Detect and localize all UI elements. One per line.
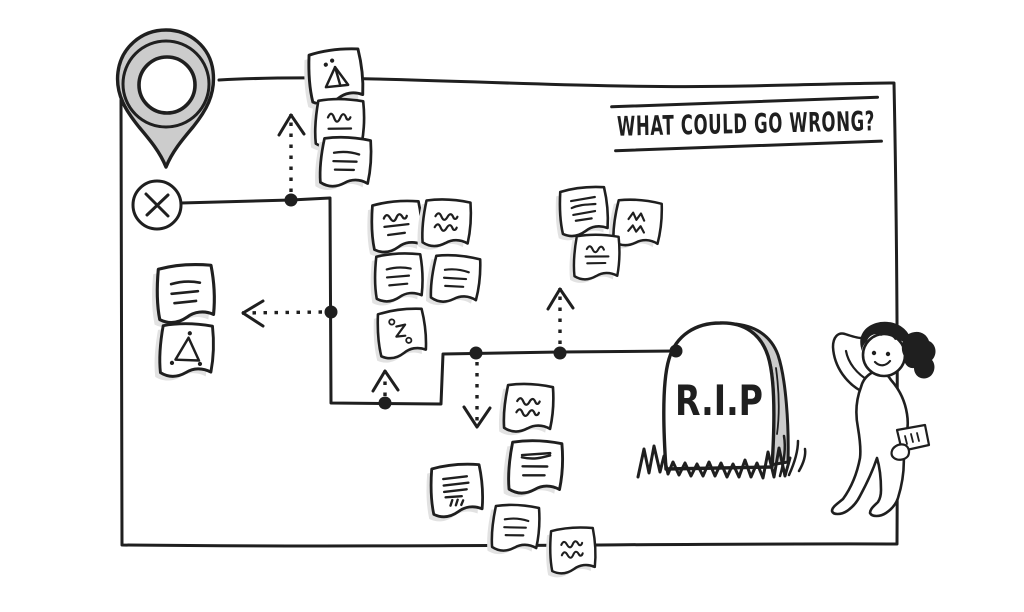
note-doodle-lines3: [503, 517, 530, 537]
sticky-note-icon: [367, 199, 424, 257]
sticky-note-icon: [370, 252, 424, 306]
arrowhead: [371, 369, 400, 393]
tombstone-front: [662, 321, 776, 471]
note-doodle-slant-lines: [520, 451, 552, 477]
sticky-note-icon: [417, 198, 473, 250]
note-doodle-lines3: [169, 280, 202, 305]
person-hair: [860, 321, 911, 351]
note-doodle-tent: [323, 58, 350, 89]
sticky-note-layer: [152, 47, 664, 578]
sticky-note-icon: [426, 462, 485, 522]
path-dot: [378, 396, 392, 410]
path-dot: [669, 344, 683, 358]
sticky-note-icon: [487, 503, 541, 555]
person-body: [830, 368, 910, 518]
person-eye-right: [885, 351, 891, 357]
note-doodle-lines3: [442, 268, 470, 288]
note-doodle-triangle-dots: [169, 331, 203, 367]
sticky-note-icon: [315, 135, 373, 190]
dashed-arrow-icon: [371, 369, 400, 396]
person-figure: [830, 321, 936, 518]
dashed-arrow-icon: [546, 287, 575, 344]
note-doodle-lines4: [569, 195, 597, 222]
person-raised-arm: [831, 332, 869, 396]
tombstone-side-line: [775, 367, 780, 435]
sticky-note-icon: [555, 185, 610, 241]
arrowhead: [277, 113, 306, 137]
person-hand: [890, 443, 911, 461]
map-pin-center: [137, 55, 197, 115]
person-head: [861, 332, 907, 378]
note-doodle-lines-ticks: [442, 475, 470, 507]
dashed-arrow-layer: [241, 113, 575, 429]
note-doodle-squiggle-2lines: [584, 245, 610, 265]
tombstone-icon: R.I.P: [662, 321, 790, 471]
headline-text: WHAT COULD GO WRONG?: [617, 106, 876, 142]
sticky-note-paper: [558, 185, 610, 238]
grass-icon: [636, 434, 807, 480]
note-doodle-z-doodle: [388, 318, 413, 344]
sticky-note-paper: [548, 526, 597, 575]
sticky-note-icon: [498, 382, 555, 436]
note-doodle-lines3: [385, 266, 412, 287]
sticky-note-icon: [154, 322, 215, 381]
note-doodle-double-squiggle: [433, 212, 459, 232]
sticky-note-paper: [502, 382, 555, 433]
person-ponytail: [901, 331, 936, 379]
sticky-note-icon: [425, 253, 482, 306]
sticky-note-icon: [546, 526, 597, 578]
dashed-arrow-icon: [277, 113, 306, 192]
path-dot: [284, 193, 298, 207]
dashed-arrow-icon: [462, 362, 492, 429]
x-marker-icon: [131, 179, 183, 231]
dashed-arrow-icon: [241, 299, 323, 328]
sticky-note-paper: [421, 198, 473, 248]
headline-underline: [614, 139, 883, 153]
sticky-note-icon: [608, 198, 664, 249]
sticky-note-icon: [569, 233, 621, 283]
headline: WHAT COULD GO WRONG?: [610, 95, 883, 153]
x-marker-cross: [144, 192, 170, 218]
path-dot: [324, 305, 338, 319]
map-pin-icon: [115, 28, 216, 169]
map-pin-ring: [121, 39, 211, 129]
note-doodle-squiggle-line: [326, 112, 353, 130]
person-smile: [873, 359, 892, 367]
path-dot: [469, 346, 483, 360]
arrowhead: [546, 287, 575, 311]
sticky-note-icon: [304, 47, 365, 110]
note-doodle-squiggle-lines: [382, 213, 410, 237]
headline-overline: [610, 95, 880, 109]
sticky-note-paper: [158, 322, 215, 378]
arrowhead: [241, 299, 265, 328]
note-doodle-double-squiggle: [515, 397, 541, 418]
sticky-note-icon: [503, 439, 565, 498]
tombstone-label: R.I.P: [675, 376, 763, 425]
path-dot-layer: [284, 193, 683, 410]
path-dot: [553, 346, 567, 360]
sticky-note-icon: [152, 263, 216, 328]
note-doodle-lines3: [332, 150, 361, 172]
note-doodle-m-squiggles: [627, 211, 646, 234]
arrowhead: [462, 405, 492, 429]
sticky-note-icon: [373, 307, 428, 363]
person-eye-left: [871, 350, 877, 356]
notepad-marks: [904, 432, 920, 445]
sticky-note-paper: [307, 47, 365, 106]
note-doodle-double-squiggle: [560, 540, 584, 559]
